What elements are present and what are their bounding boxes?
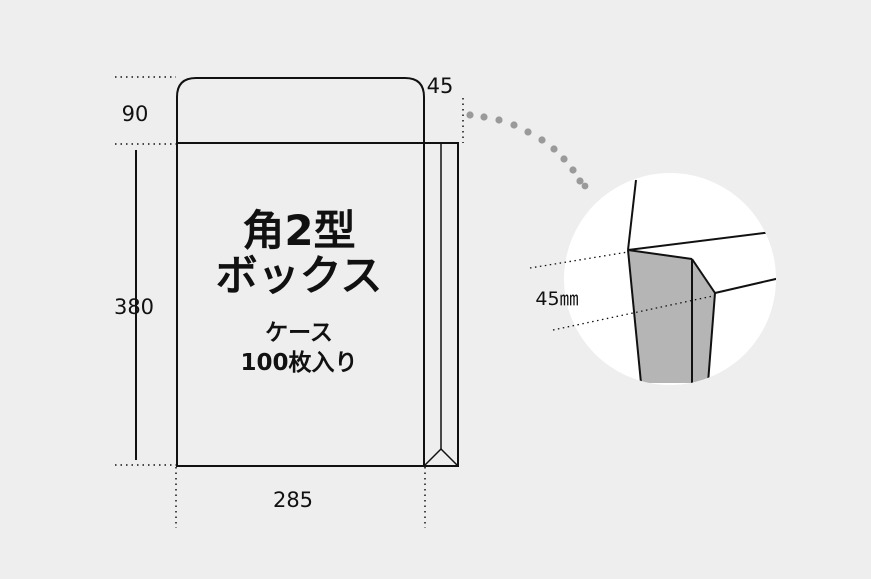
detail-corner-view: [627, 179, 776, 384]
title-line-1: 角2型: [242, 206, 355, 255]
box-body: [176, 142, 425, 467]
detail-depth-label: 45㎜: [535, 288, 578, 310]
gusset-fold-bottom: [423, 447, 459, 467]
detail-shaded-gusset: [628, 250, 715, 383]
flap-height-label: 90: [122, 102, 149, 126]
body-height-label: 380: [114, 295, 154, 319]
detail-connector-dots: [466, 111, 589, 190]
detail-dimension-guides: [529, 251, 714, 331]
width-label: 285: [273, 488, 313, 512]
subtitle-line-2: 100枚入り: [240, 349, 357, 376]
box-flap: [176, 77, 425, 143]
subtitle-line-1: ケース: [265, 320, 333, 346]
gusset-depth-label: 45: [427, 74, 454, 98]
title-line-2: ボックス: [216, 251, 383, 300]
dimension-guides: [115, 76, 464, 528]
